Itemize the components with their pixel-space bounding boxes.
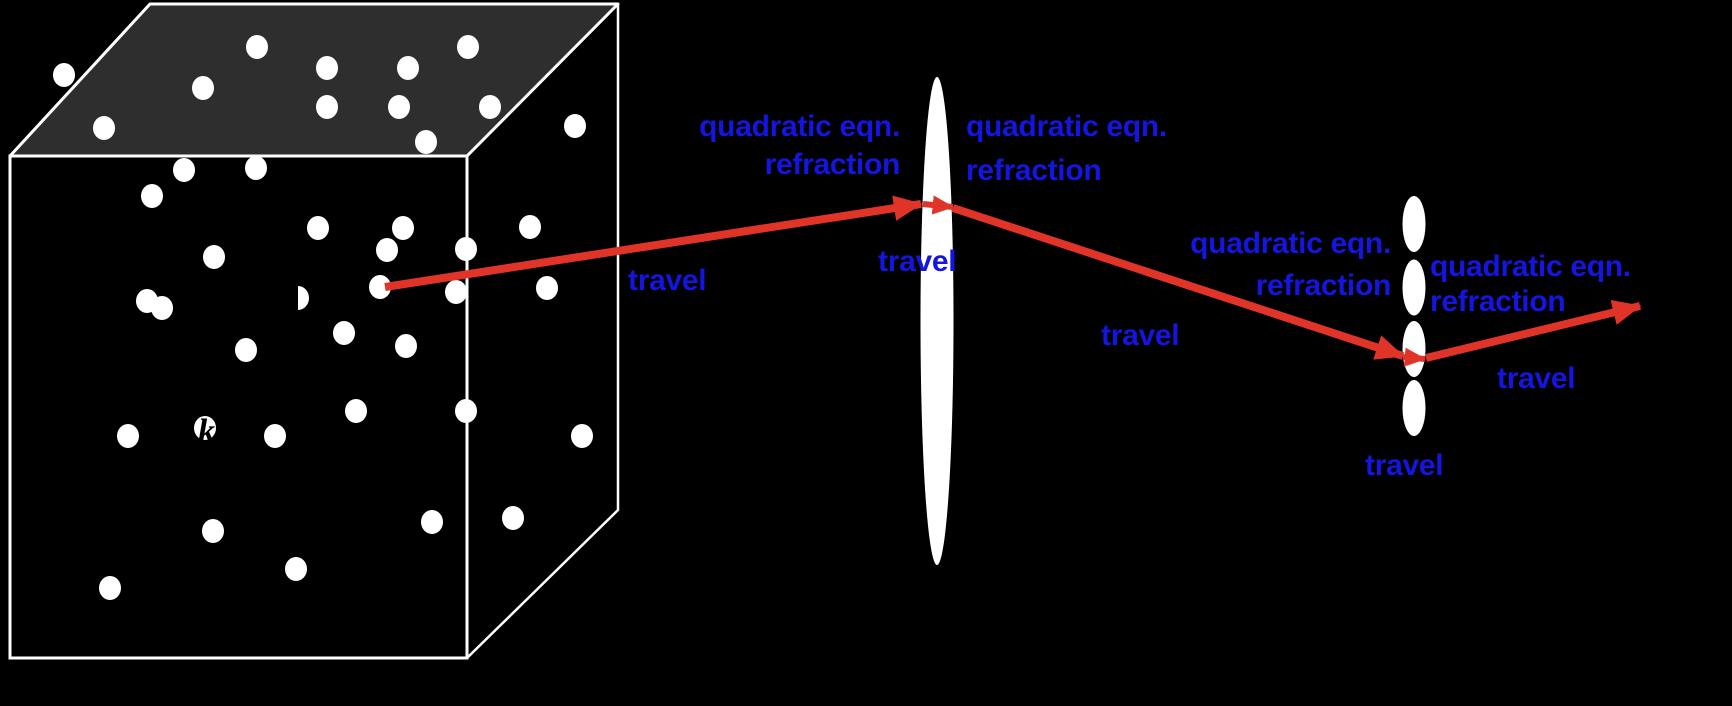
scatter-dot	[415, 130, 437, 154]
scatter-dot	[141, 184, 163, 208]
scatter-dot	[536, 276, 558, 300]
ray-group	[384, 195, 1642, 367]
scatter-dot-glyph: k	[198, 413, 215, 450]
scatter-dot	[519, 215, 541, 239]
scatter-dot	[117, 424, 139, 448]
scatter-box: k	[8, 2, 620, 660]
ray-arrow	[951, 204, 1405, 360]
scatter-dot	[151, 296, 173, 320]
scatter-dot	[285, 557, 307, 581]
label-quadratic-eqn-3: quadratic eqn.	[1190, 227, 1391, 260]
scatter-dot	[376, 238, 398, 262]
scatter-dot	[246, 35, 268, 59]
scatter-dot	[421, 510, 443, 534]
scatter-dot	[316, 56, 338, 80]
scatter-dot	[316, 95, 338, 119]
scatter-dot	[298, 286, 309, 310]
scatter-dot	[479, 95, 501, 119]
label-travel-4: travel	[1497, 362, 1576, 395]
scatter-dot	[445, 280, 467, 304]
stack-lens-ellipse	[1402, 380, 1426, 436]
scatter-dot	[388, 95, 410, 119]
scatter-dot	[455, 237, 477, 261]
scatter-dot	[455, 399, 477, 423]
scatter-dot	[307, 216, 329, 240]
label-quadratic-eqn-1: quadratic eqn.	[699, 110, 900, 143]
scatter-dot	[173, 158, 195, 182]
label-travel-5: travel	[1365, 449, 1444, 482]
label-refraction-4: refraction	[1430, 285, 1566, 318]
scatter-dot	[564, 114, 586, 138]
scatter-dot	[345, 399, 367, 423]
scatter-dot	[93, 116, 115, 140]
scatter-dot	[99, 576, 121, 600]
scatter-dot	[203, 245, 225, 269]
scatter-dot	[392, 216, 414, 240]
scatter-dot	[333, 321, 355, 345]
scatter-dot	[264, 424, 286, 448]
scatter-dot	[235, 338, 257, 362]
scatter-dot	[194, 416, 216, 440]
scatter-dot	[457, 35, 479, 59]
lens-ellipse	[920, 77, 954, 565]
ray-arrow	[384, 195, 923, 291]
label-refraction-3: refraction	[1255, 269, 1392, 302]
ray-arrow	[1425, 299, 1642, 362]
stack-lens-ellipse	[1402, 321, 1426, 377]
stack-lens-ellipse	[1402, 259, 1426, 316]
scatter-dot	[571, 424, 593, 448]
label-travel-1: travel	[628, 264, 707, 297]
scatter-dot	[202, 519, 224, 543]
label-quadratic-eqn-2: quadratic eqn.	[966, 110, 1167, 143]
scatter-dot	[502, 506, 524, 530]
stack-lens-ellipse	[1402, 196, 1426, 252]
scatter-dot	[53, 63, 75, 87]
label-refraction-1: refraction	[764, 148, 901, 181]
scatter-dot	[369, 275, 391, 299]
scatter-dot	[397, 56, 419, 80]
ray-arrow	[922, 195, 955, 215]
scatter-dot	[192, 76, 214, 100]
label-travel-3: travel	[1101, 319, 1180, 352]
label-travel-2: travel	[878, 245, 957, 278]
scatter-dot	[395, 334, 417, 358]
label-quadratic-eqn-4: quadratic eqn.	[1430, 250, 1631, 283]
ray-arrow	[1402, 347, 1427, 367]
scatter-dot	[245, 156, 267, 180]
label-refraction-2: refraction	[966, 154, 1102, 187]
